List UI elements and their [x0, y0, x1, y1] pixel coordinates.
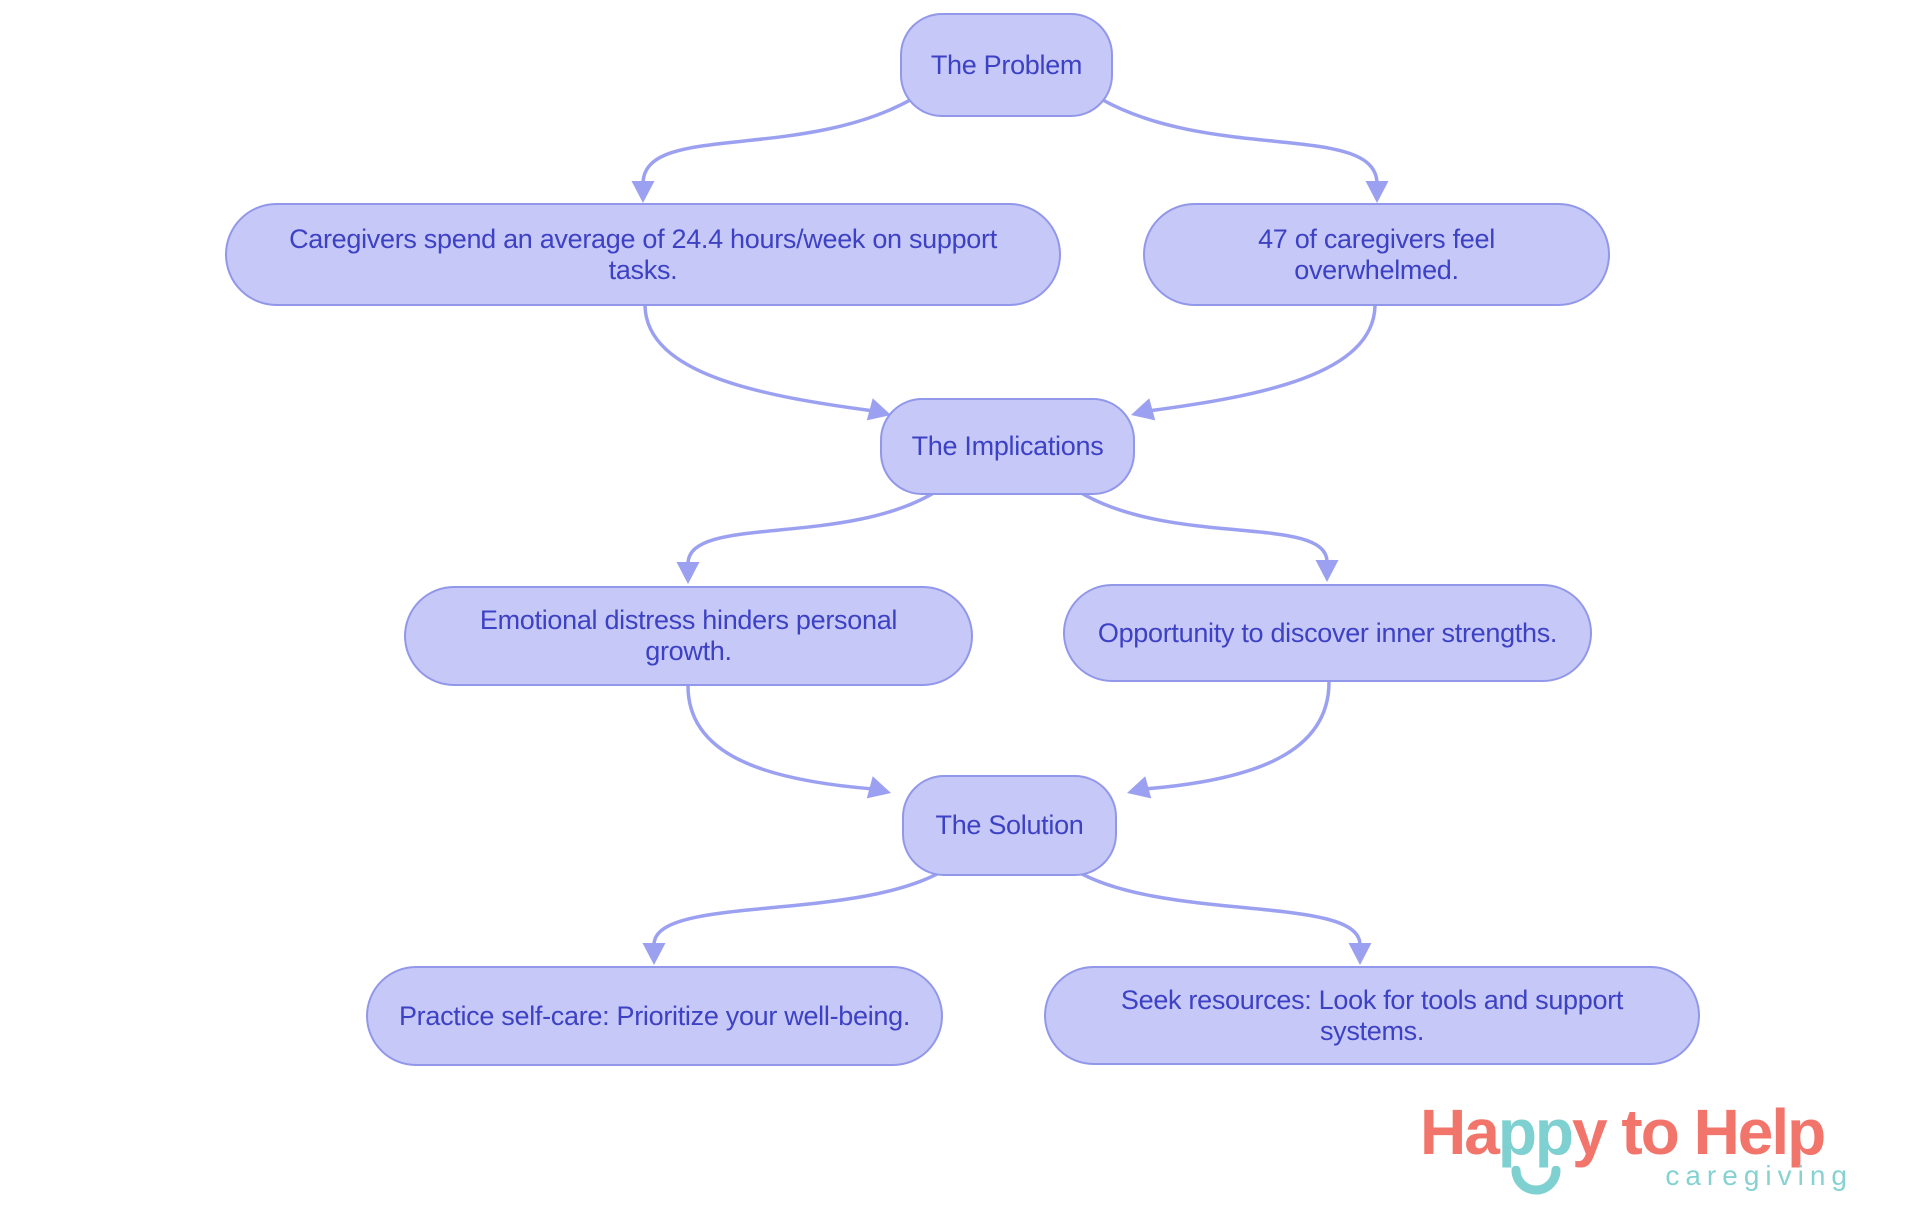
arrowhead-implications-left	[866, 398, 891, 421]
logo-text-pp: pp	[1497, 1096, 1574, 1168]
edge-opportunity-solution	[1143, 681, 1331, 791]
arrowhead-seek	[1348, 943, 1372, 965]
logo-wordmark: Happy to Help	[1420, 1100, 1895, 1164]
logo-text-ha: Ha	[1420, 1096, 1500, 1168]
arrowhead-caregivers	[631, 181, 655, 203]
logo-text-to-help: to Help	[1605, 1096, 1826, 1168]
node-inner-strengths: Opportunity to discover inner strengths.	[1063, 584, 1592, 682]
edge-caregivers-implications	[643, 305, 875, 413]
logo-text-y: y	[1572, 1096, 1608, 1168]
edge-problem-caregivers	[641, 97, 913, 185]
arrowhead-solution-right	[1127, 776, 1152, 799]
edge-implications-emotional	[686, 489, 938, 565]
arrowhead-overwhelmed	[1365, 181, 1389, 203]
node-emotional-distress: Emotional distress hinders personal grow…	[404, 586, 973, 686]
edge-overwhelmed-implications	[1147, 305, 1377, 413]
arrowhead-emotional	[676, 562, 700, 584]
smile-icon	[1511, 1166, 1561, 1195]
edge-solution-seek	[1072, 867, 1362, 946]
node-the-problem: The Problem	[900, 13, 1113, 117]
happy-to-help-logo: Happy to Help caregiving	[1420, 1100, 1895, 1195]
edge-implications-opportunity	[1077, 489, 1329, 563]
edge-solution-practice	[652, 867, 947, 946]
arrowhead-solution-left	[866, 776, 891, 799]
node-practice-self-care: Practice self-care: Prioritize your well…	[366, 966, 943, 1066]
node-caregivers-hours: Caregivers spend an average of 24.4 hour…	[225, 203, 1061, 306]
node-seek-resources: Seek resources: Look for tools and suppo…	[1044, 966, 1700, 1065]
logo-tagline: caregiving	[1665, 1160, 1853, 1191]
node-caregivers-overwhelmed: 47 of caregivers feel overwhelmed.	[1143, 203, 1610, 306]
arrowhead-opportunity	[1315, 560, 1339, 582]
arrowhead-implications-right	[1131, 398, 1156, 421]
node-the-implications: The Implications	[880, 398, 1135, 495]
node-the-solution: The Solution	[902, 775, 1117, 876]
edge-emotional-solution	[686, 685, 875, 791]
arrowhead-practice	[642, 943, 666, 965]
edge-problem-overwhelmed	[1100, 97, 1379, 185]
